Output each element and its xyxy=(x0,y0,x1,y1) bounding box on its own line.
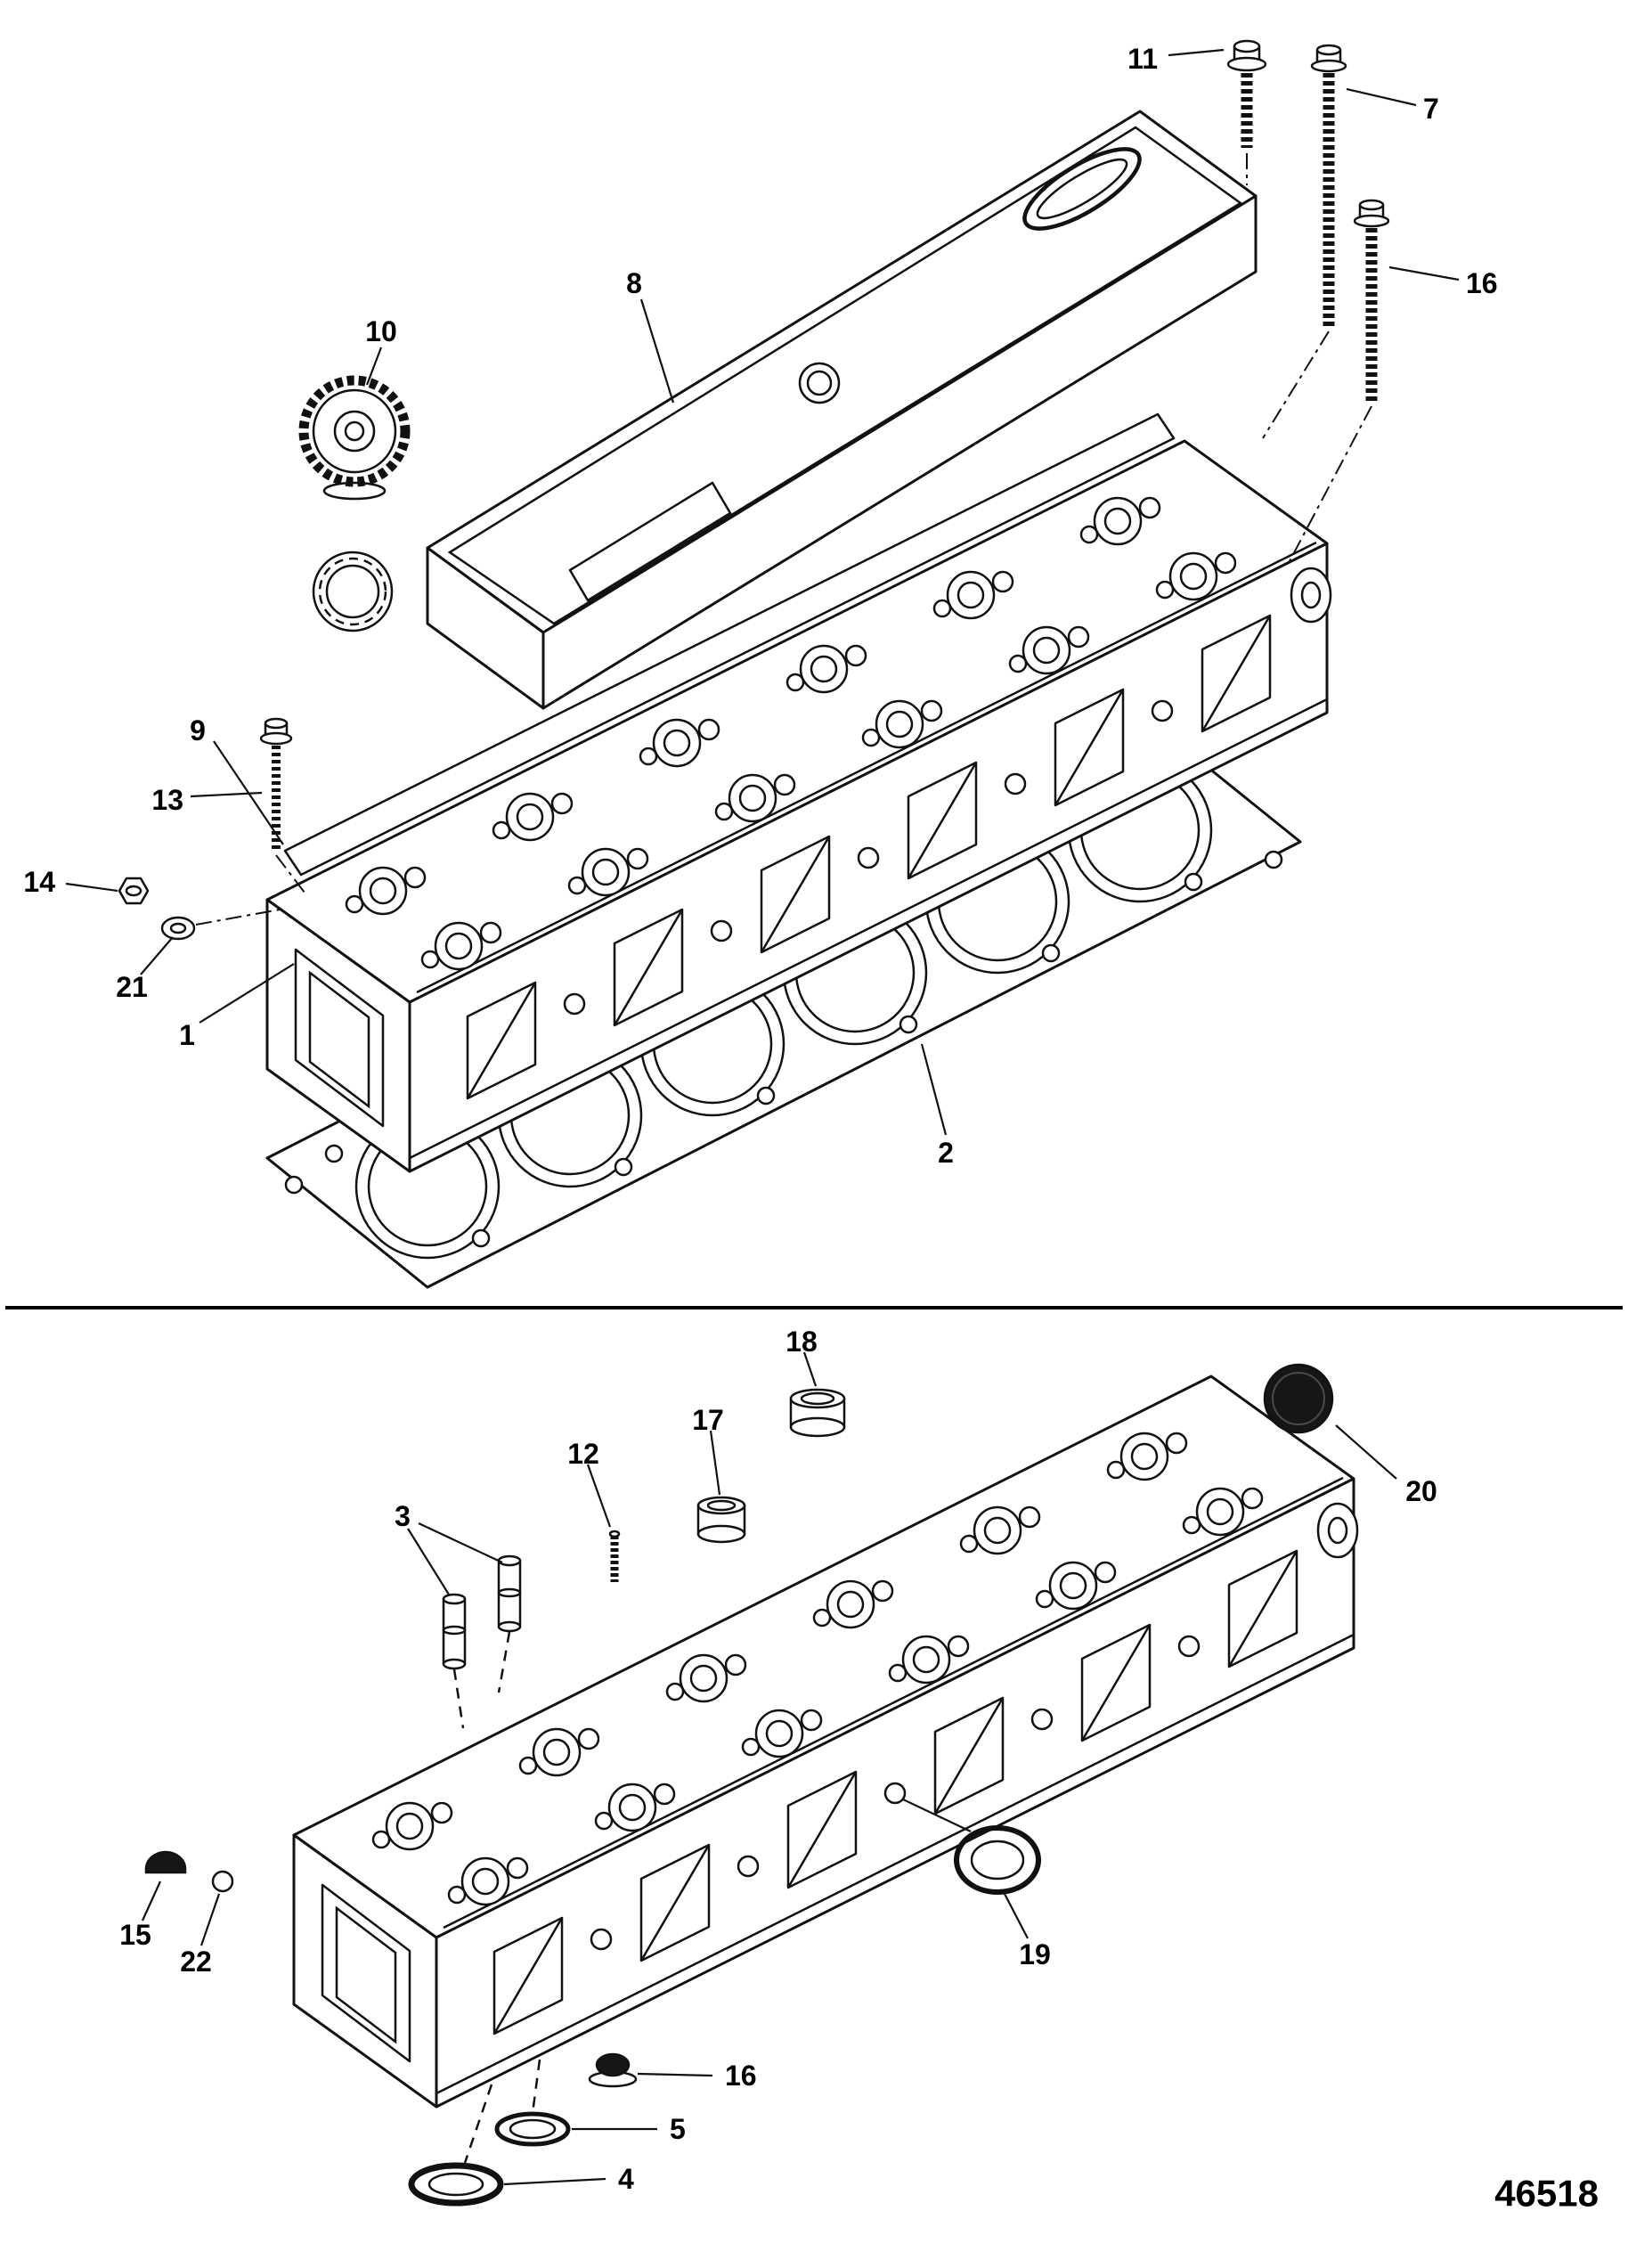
leader-line xyxy=(637,2072,713,2077)
callout-4-label: 4 xyxy=(618,2163,634,2195)
bolt-16-drawing xyxy=(1353,199,1390,403)
leader-lines-bottom xyxy=(141,1351,1397,2186)
cup-18-drawing xyxy=(789,1388,846,1438)
washer-21-drawing xyxy=(160,916,196,941)
valve-cover-gasket-drawing xyxy=(283,412,1176,877)
cover-center-boss xyxy=(798,362,841,404)
leader-line xyxy=(709,1430,721,1496)
cup-17-drawing xyxy=(696,1496,746,1544)
check-ball-22-drawing xyxy=(211,1870,234,1893)
bolt-13-drawing xyxy=(259,717,293,852)
leader-line xyxy=(920,1043,948,1136)
core-plug-20-drawing xyxy=(1263,1363,1334,1434)
callout-12-label: 12 xyxy=(567,1438,599,1470)
stud-12-drawing xyxy=(608,1530,621,1582)
alignment-lines-bottom xyxy=(463,2059,541,2164)
centerlines-top xyxy=(195,153,1372,926)
cover-recess xyxy=(568,481,732,602)
callout-20-label: 20 xyxy=(1405,1475,1437,1507)
leader-line xyxy=(140,936,174,975)
seal-ring-19-drawing xyxy=(902,1799,1041,1895)
valve-guides-drawing xyxy=(442,1554,522,1729)
leader-line xyxy=(503,2177,606,2186)
leader-line xyxy=(141,1880,162,1921)
callout-14-label: 14 xyxy=(23,866,55,898)
leader-line xyxy=(199,1893,221,1946)
drawing-number: 46518 xyxy=(1494,2173,1599,2215)
callout-18-label: 18 xyxy=(786,1326,818,1358)
leader-line xyxy=(1388,265,1460,281)
leader-line xyxy=(365,347,383,386)
callout-13-label: 13 xyxy=(151,784,183,816)
seal-ring-5-drawing xyxy=(494,2111,571,2147)
callout-16-bottom-label: 16 xyxy=(725,2060,757,2092)
leader-line xyxy=(639,298,675,404)
callout-2-label: 2 xyxy=(938,1137,954,1169)
plug-16-drawing xyxy=(588,2052,638,2088)
leader-line xyxy=(1335,1424,1397,1480)
leader-line xyxy=(1346,87,1417,107)
bolt-11-drawing xyxy=(1226,39,1267,148)
cylinder-head-bottom-drawing xyxy=(294,1376,1357,2107)
leader-line xyxy=(802,1351,818,1387)
callout-16-top-label: 16 xyxy=(1466,267,1498,299)
valve-cover-drawing xyxy=(426,110,1258,710)
leader-line xyxy=(407,1528,450,1595)
callout-10-label: 10 xyxy=(365,315,397,347)
callout-19-label: 19 xyxy=(1019,1938,1051,1970)
callout-15-label: 15 xyxy=(119,1919,151,1951)
leader-line xyxy=(1004,1893,1029,1939)
callout-22-label: 22 xyxy=(180,1946,212,1978)
leader-line xyxy=(199,963,295,1024)
oil-filler-neck-drawing xyxy=(312,551,394,632)
leader-line xyxy=(1168,48,1225,57)
plug-15-drawing xyxy=(144,1850,187,1874)
callout-17-label: 17 xyxy=(692,1404,724,1436)
callout-1-label: 1 xyxy=(179,1019,195,1051)
nut-14-drawing xyxy=(118,877,150,905)
callout-8-label: 8 xyxy=(626,267,642,299)
callout-labels-top: 11 7 16 8 10 9 13 14 21 1 2 xyxy=(23,43,1497,1169)
callout-5-label: 5 xyxy=(670,2113,686,2145)
cover-oval-opening xyxy=(1022,147,1142,231)
seal-ring-4-drawing xyxy=(408,2162,504,2207)
leader-line xyxy=(418,1522,503,1563)
callout-7-label: 7 xyxy=(1423,93,1439,125)
callout-9-label: 9 xyxy=(190,714,206,746)
leader-line xyxy=(586,1464,612,1528)
bolt-7-drawing xyxy=(1310,44,1347,328)
leader-line xyxy=(65,882,118,893)
callout-11-label: 11 xyxy=(1127,43,1158,75)
callout-21-label: 21 xyxy=(116,971,148,1003)
callout-3-label: 3 xyxy=(395,1500,411,1532)
callout-labels-bottom: 18 17 12 20 3 19 15 22 16 5 4 xyxy=(119,1326,1437,2195)
oil-filler-cap-drawing xyxy=(298,375,411,501)
leader-lines-top xyxy=(65,48,1460,1136)
leader-line xyxy=(190,791,263,798)
